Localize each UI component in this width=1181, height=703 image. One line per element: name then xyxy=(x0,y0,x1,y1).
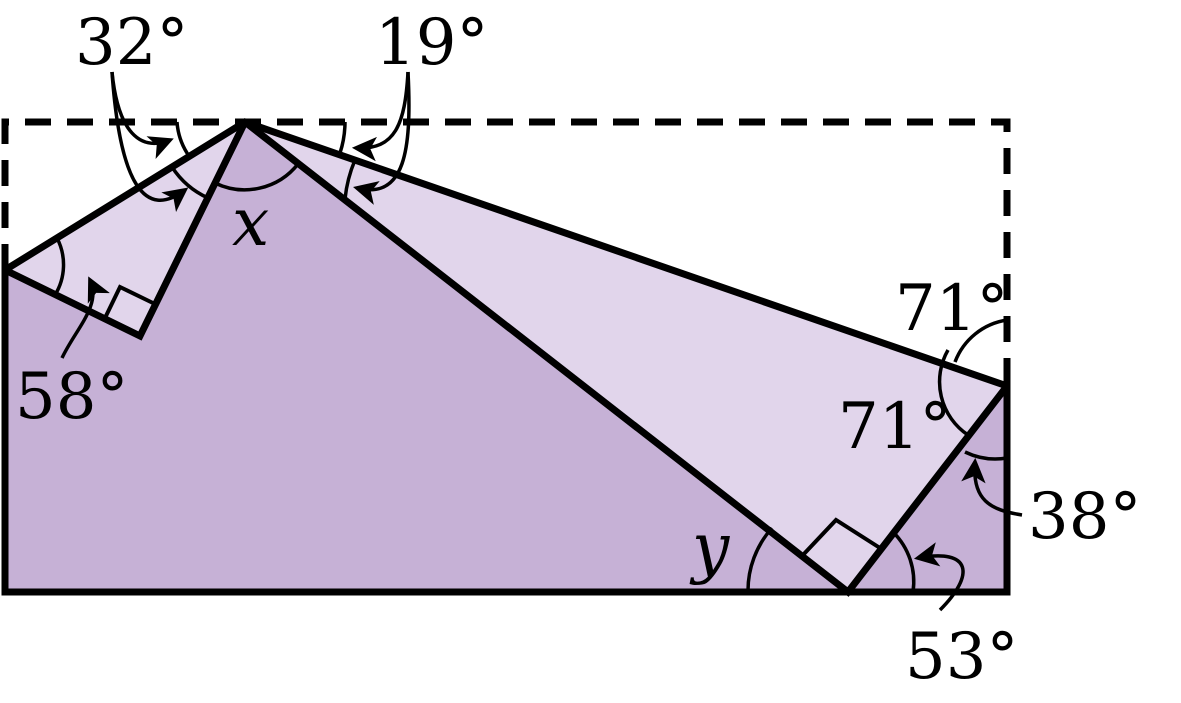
leader-38 xyxy=(961,457,1023,517)
angle-label-19: 19° xyxy=(375,6,488,80)
right-light-flap xyxy=(245,122,1007,592)
angle-label-38: 38° xyxy=(1028,480,1141,554)
arc-y xyxy=(746,526,774,593)
angle-label-71-inner: 71° xyxy=(838,390,951,464)
arc-32-lower xyxy=(170,166,209,200)
arc-71-inner xyxy=(937,349,969,437)
leader-19-b xyxy=(353,71,411,205)
arc-19-lower xyxy=(343,159,357,200)
leader-19-a xyxy=(351,71,410,162)
arc-53 xyxy=(891,530,916,593)
main-dark-region xyxy=(5,122,848,592)
left-fold-line xyxy=(3,120,249,341)
arc-x xyxy=(214,162,300,192)
angle-label-71-top: 71° xyxy=(895,272,1008,346)
arc-19-top xyxy=(338,121,347,154)
angle-label-58: 58° xyxy=(15,360,128,434)
leader-32-b xyxy=(110,71,189,213)
right-angle-marker-right xyxy=(800,517,882,558)
angle-label-32: 32° xyxy=(75,6,188,80)
leader-53 xyxy=(913,542,965,612)
arc-58 xyxy=(53,237,66,296)
solid-outline xyxy=(1,118,1011,596)
leader-58 xyxy=(60,276,110,359)
arc-32-top xyxy=(175,121,191,157)
dashed-outline xyxy=(1,118,1011,386)
right-angle-marker-left xyxy=(103,284,156,319)
angle-label-53: 53° xyxy=(905,620,1018,694)
variable-x-label: x xyxy=(232,184,269,261)
left-light-flap xyxy=(5,122,245,336)
right-fold-line xyxy=(242,119,1010,597)
variable-y-label: y xyxy=(689,509,730,586)
arc-71-top xyxy=(953,318,1008,363)
